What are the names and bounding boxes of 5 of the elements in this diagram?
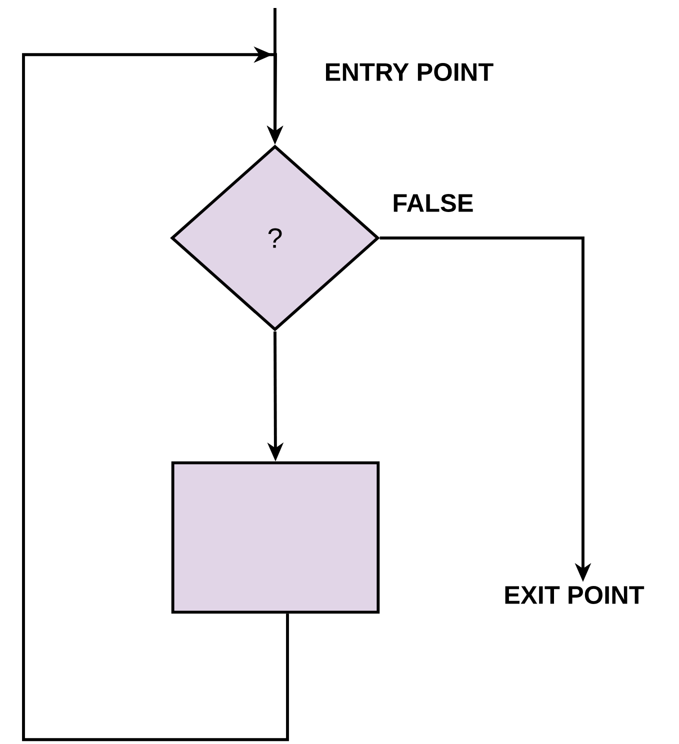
- exit-label: EXIT POINT: [505, 586, 644, 604]
- arrow: [22, 46, 289, 742]
- process-box: [171, 461, 380, 614]
- entry-label: ENTRY POINT: [326, 63, 494, 81]
- edge-label: FALSE: [390, 191, 476, 215]
